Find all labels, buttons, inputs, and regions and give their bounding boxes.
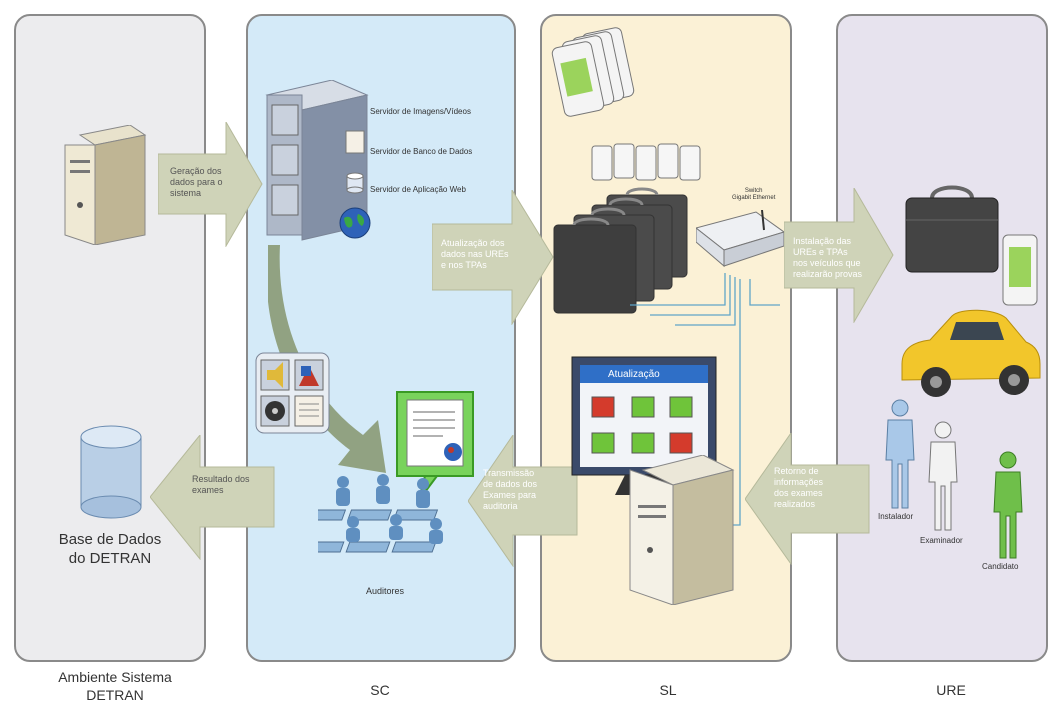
car-icon (901, 309, 1041, 397)
panel-sl (540, 14, 792, 662)
ure-briefcase-icon (905, 185, 999, 273)
candidato-person-icon (993, 451, 1023, 559)
label-servidor-banco: Servidor de Banco de Dados (370, 147, 473, 156)
monitor-icon (571, 356, 717, 495)
globe-icon (339, 207, 371, 239)
arrow-resultado (150, 435, 275, 560)
media-icons (255, 352, 330, 434)
base-dados-label: Base de Dados do DETRAN (58, 531, 162, 567)
detran-server-icon (64, 125, 147, 245)
monitor-title: Atualização (608, 369, 660, 380)
instalador-label: Instalador (878, 512, 914, 521)
arrow-resultado-text: Resultado dos exames (192, 474, 250, 495)
tpa-devices-icon (591, 143, 701, 181)
network-cables (630, 273, 780, 526)
panel-label-detran: Ambiente Sistema DETRAN (58, 669, 172, 703)
instalador-person-icon (885, 399, 915, 509)
auditores-group-icon (318, 474, 443, 553)
panel-label-sc: SC (370, 682, 390, 698)
arrow-retorno-text: Retorno de informações dos exames realiz… (774, 466, 824, 509)
arrow-atualizacao (432, 190, 554, 325)
sl-server-icon (629, 455, 735, 605)
database-icon (80, 425, 142, 519)
arrow-transmissao-text: Transmissão de dados dos Exames para aud… (483, 468, 538, 511)
candidato-label: Candidato (982, 562, 1019, 571)
tablets-stack-icon (551, 27, 635, 117)
examinador-person-icon (928, 421, 958, 531)
examinador-label: Examinador (920, 536, 963, 545)
arrow-instalacao-text: Instalação das UREs e TPAs nos veículos … (793, 236, 863, 279)
switch-label: Switch Gigabit Ethernet (732, 188, 776, 201)
report-document-icon (396, 391, 474, 501)
document-icon (345, 130, 365, 154)
arrow-transmissao (468, 435, 578, 567)
label-servidor-web: Servidor de Aplicação Web (370, 185, 466, 194)
arrow-instalacao (784, 188, 894, 323)
briefcases-stack-icon (553, 187, 688, 314)
database-small-icon (346, 172, 364, 194)
ure-tablet-icon (1002, 234, 1038, 306)
switch-icon (696, 210, 786, 268)
arrow-geracao (158, 122, 263, 247)
panel-label-sl: SL (659, 682, 677, 698)
arrow-retorno (745, 433, 870, 565)
panel-detran (14, 14, 206, 662)
panel-label-ure: URE (936, 682, 966, 698)
arrow-geracao-text: Geração dos dados para o sistema (170, 166, 223, 198)
auditores-label: Auditores (366, 586, 405, 596)
arrow-atualizacao-text: Atualização dos dados nas UREs e nos TPA… (441, 238, 509, 270)
label-servidor-imagem: Servidor de Imagens/Vídeos (370, 107, 471, 116)
